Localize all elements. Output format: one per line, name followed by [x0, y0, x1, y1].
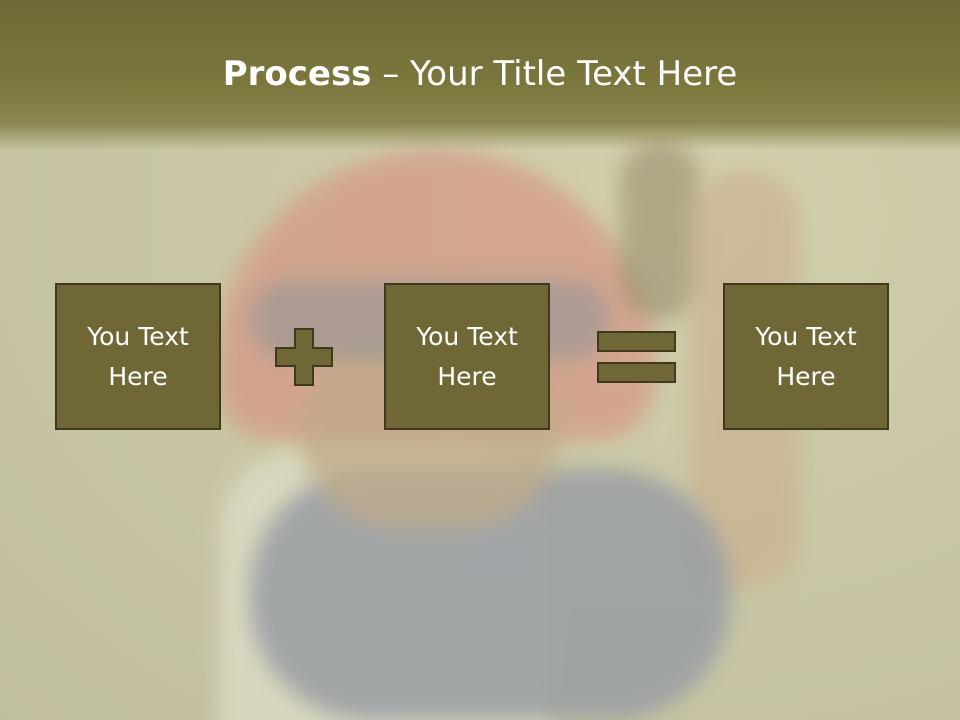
title-bold: Process	[222, 54, 372, 94]
process-box-1[interactable]: You Text Here	[55, 283, 221, 430]
process-box-3-label: You Text Here	[755, 321, 857, 391]
process-box-2[interactable]: You Text Here	[384, 283, 550, 430]
process-box-1-label: You Text Here	[87, 321, 189, 391]
title-rest: – Your Title Text Here	[371, 54, 738, 94]
plus-icon	[275, 328, 333, 386]
process-box-2-label: You Text Here	[416, 321, 518, 391]
title-band	[0, 0, 960, 150]
process-box-3[interactable]: You Text Here	[723, 283, 889, 430]
photo-bat	[620, 140, 700, 320]
equals-icon	[597, 331, 676, 383]
slide-title[interactable]: Process – Your Title Text Here	[0, 52, 960, 96]
